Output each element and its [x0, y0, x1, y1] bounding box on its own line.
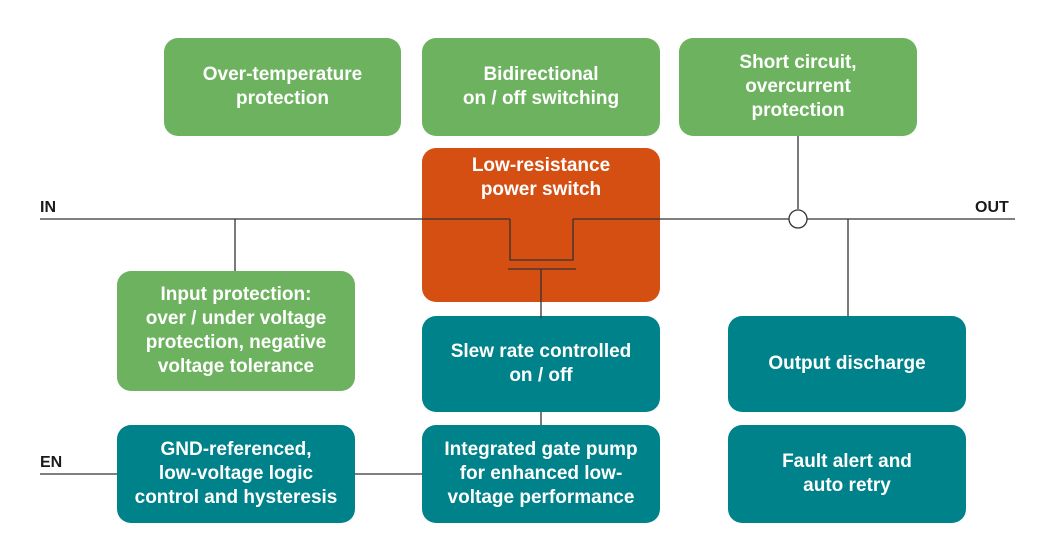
- output-discharge-box: Output discharge: [728, 316, 966, 412]
- slew-rate-text: Slew rate controlled on / off: [450, 341, 632, 386]
- gnd-referenced-box: GND-referenced, low-voltage logic contro…: [117, 425, 355, 523]
- over-temperature-box: Over-temperature protection: [164, 38, 401, 136]
- short-circuit-text: Short circuit, overcurrent protection: [739, 52, 857, 121]
- out-label: OUT: [975, 199, 1009, 216]
- gate-pump-text: Integrated gate pump for enhanced low- v…: [444, 439, 638, 508]
- over-temperature-text: Over-temperature protection: [202, 64, 363, 109]
- power-switch-box: Low-resistance power switch: [422, 148, 660, 302]
- short-circuit-box: Short circuit, overcurrent protection: [679, 38, 917, 136]
- output-discharge-text: Output discharge: [768, 353, 926, 374]
- fault-alert-text: Fault alert and auto retry: [782, 451, 912, 496]
- power-switch-text: Low-resistance power switch: [471, 155, 611, 200]
- fault-alert-box: Fault alert and auto retry: [728, 425, 966, 523]
- gate-pump-box: Integrated gate pump for enhanced low- v…: [422, 425, 660, 523]
- in-label: IN: [40, 199, 56, 216]
- en-label: EN: [40, 454, 63, 471]
- slew-rate-box: Slew rate controlled on / off: [422, 316, 660, 412]
- bidirectional-box: Bidirectional on / off switching: [422, 38, 660, 136]
- input-protection-box: Input protection: over / under voltage p…: [117, 271, 355, 391]
- input-protection-text: Input protection: over / under voltage p…: [145, 284, 327, 377]
- bidirectional-text: Bidirectional on / off switching: [462, 64, 620, 109]
- gnd-referenced-text: GND-referenced, low-voltage logic contro…: [134, 439, 338, 508]
